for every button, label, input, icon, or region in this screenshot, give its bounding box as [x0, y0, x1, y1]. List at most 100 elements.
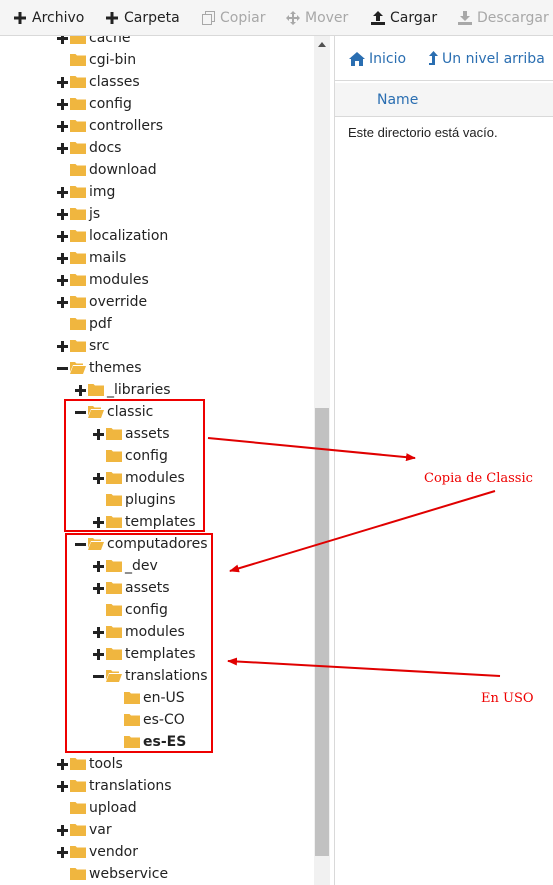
tree-item[interactable]: es-ES	[111, 731, 186, 753]
tree-item[interactable]: cgi-bin	[57, 49, 136, 71]
tree-item[interactable]: en-US	[111, 687, 185, 709]
folder-icon	[106, 647, 122, 661]
scrollbar-thumb[interactable]	[315, 408, 329, 856]
expand-icon[interactable]	[57, 335, 68, 357]
home-button[interactable]: Inicio	[349, 48, 406, 70]
expand-icon[interactable]	[57, 71, 68, 93]
tree-item[interactable]: webservice	[57, 863, 168, 885]
tree-item[interactable]: assets	[93, 577, 170, 599]
expand-icon[interactable]	[57, 36, 68, 49]
tree-item[interactable]: config	[57, 93, 132, 115]
expand-icon[interactable]	[75, 379, 86, 401]
tree-item-label: es-ES	[143, 734, 187, 750]
expand-icon[interactable]	[57, 247, 68, 269]
expand-icon[interactable]	[93, 467, 104, 489]
name-column-header[interactable]: Name	[377, 92, 419, 108]
tree-item[interactable]: pdf	[57, 313, 112, 335]
tree-item[interactable]: upload	[57, 797, 137, 819]
home-icon	[349, 51, 365, 67]
tree-item[interactable]: download	[57, 159, 157, 181]
expand-icon[interactable]	[57, 225, 68, 247]
cargar-button[interactable]: Cargar	[370, 0, 437, 36]
tree-item[interactable]: _libraries	[75, 379, 171, 401]
folder-icon	[70, 185, 86, 199]
tree-item[interactable]: templates	[93, 511, 196, 533]
expand-icon[interactable]	[93, 643, 104, 665]
up-one-level-button[interactable]: Un nivel arriba	[428, 48, 545, 70]
scroll-up-arrow-icon[interactable]	[314, 36, 330, 52]
folder-icon	[106, 515, 122, 529]
expand-icon[interactable]	[57, 115, 68, 137]
expand-icon[interactable]	[57, 269, 68, 291]
collapse-icon[interactable]	[57, 357, 68, 379]
mover-button[interactable]: Mover	[285, 0, 348, 36]
expand-icon[interactable]	[57, 203, 68, 225]
tree-item[interactable]: assets	[93, 423, 170, 445]
tree-item-label: computadores	[107, 536, 208, 552]
expand-icon[interactable]	[93, 555, 104, 577]
expand-icon[interactable]	[93, 577, 104, 599]
expand-icon[interactable]	[57, 291, 68, 313]
tree-item[interactable]: classes	[57, 71, 140, 93]
archivo-button[interactable]: Archivo	[12, 0, 84, 36]
tree-item-label: docs	[89, 140, 122, 156]
tree-item[interactable]: modules	[57, 269, 149, 291]
tree-item[interactable]: plugins	[93, 489, 176, 511]
file-list-panel: Inicio Un nivel arriba Name Este directo…	[334, 36, 553, 885]
tree-item[interactable]: js	[57, 203, 100, 225]
folder-icon	[70, 207, 86, 221]
carpeta-button[interactable]: Carpeta	[104, 0, 180, 36]
collapse-icon[interactable]	[75, 533, 86, 555]
plus-icon	[12, 10, 28, 26]
tree-item[interactable]: localization	[57, 225, 168, 247]
tree-item[interactable]: computadores	[75, 533, 208, 555]
expand-icon[interactable]	[57, 181, 68, 203]
tree-item[interactable]: translations	[57, 775, 172, 797]
tree-item[interactable]: vendor	[57, 841, 138, 863]
expand-icon[interactable]	[57, 775, 68, 797]
folder-icon	[70, 163, 86, 177]
tree-item[interactable]: themes	[57, 357, 142, 379]
copiar-button[interactable]: Copiar	[200, 0, 265, 36]
collapse-icon[interactable]	[75, 401, 86, 423]
tree-item[interactable]: modules	[93, 621, 185, 643]
tree-item[interactable]: controllers	[57, 115, 163, 137]
tree-item[interactable]: translations	[93, 665, 208, 687]
collapse-icon[interactable]	[93, 665, 104, 687]
table-header: Name	[335, 83, 553, 117]
tree-item[interactable]: es-CO	[111, 709, 185, 731]
toolbar: Archivo Carpeta Copiar Mover Cargar Desc…	[0, 0, 553, 36]
tree-item[interactable]: classic	[75, 401, 153, 423]
tree-item[interactable]: config	[93, 599, 168, 621]
tree-item[interactable]: var	[57, 819, 112, 841]
tree-item[interactable]: config	[93, 445, 168, 467]
expand-icon[interactable]	[57, 819, 68, 841]
expand-icon[interactable]	[57, 93, 68, 115]
tree-item[interactable]: _dev	[93, 555, 158, 577]
tree-item[interactable]: override	[57, 291, 147, 313]
no-toggle-spacer	[57, 313, 68, 335]
tree-item[interactable]: tools	[57, 753, 123, 775]
tree-item[interactable]: mails	[57, 247, 126, 269]
tree-item[interactable]: cache	[57, 36, 130, 49]
folder-icon	[106, 471, 122, 485]
tree-item-label: es-CO	[143, 712, 185, 728]
tree-item[interactable]: src	[57, 335, 109, 357]
tree-item-label: plugins	[125, 492, 176, 508]
folder-icon	[70, 97, 86, 111]
expand-icon[interactable]	[57, 841, 68, 863]
tree-item-label: controllers	[89, 118, 164, 134]
tree-item[interactable]: docs	[57, 137, 121, 159]
folder-open-icon	[106, 669, 122, 683]
expand-icon[interactable]	[93, 621, 104, 643]
expand-icon[interactable]	[93, 511, 104, 533]
descargar-button[interactable]: Descargar	[457, 0, 549, 36]
tree-item[interactable]: img	[57, 181, 115, 203]
copy-icon	[200, 10, 216, 26]
tree-item-label: themes	[89, 360, 142, 376]
tree-item[interactable]: modules	[93, 467, 185, 489]
expand-icon[interactable]	[57, 137, 68, 159]
expand-icon[interactable]	[57, 753, 68, 775]
tree-item[interactable]: templates	[93, 643, 196, 665]
expand-icon[interactable]	[93, 423, 104, 445]
